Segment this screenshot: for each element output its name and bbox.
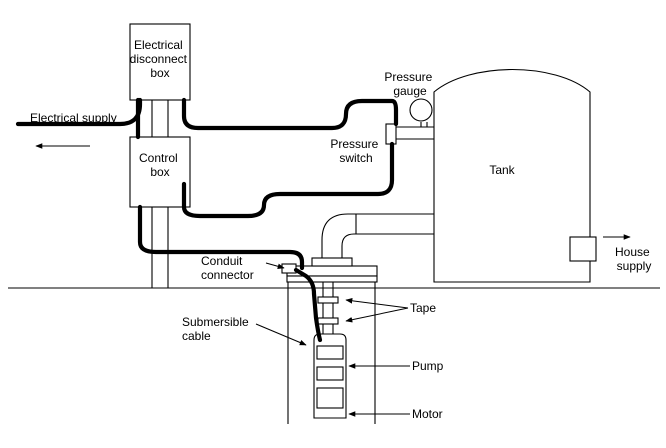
pump-motor-unit [313,333,347,419]
pressure-gauge [409,98,433,127]
house-supply-outlet [569,236,597,262]
control-box-label-2: box [150,165,169,179]
control-box-label-1: Control [139,151,178,165]
disconnect-box-label-1: Electrical [134,38,183,52]
submersible-cable-label-2: cable [182,329,211,343]
disconnect-box: Electrical disconnect box [129,23,191,137]
pressure-switch-label-1: Pressure [330,137,378,151]
disconnect-box-label-2: disconnect [130,52,188,66]
electrical-supply-label: Electrical supply [30,111,117,125]
well-casing [287,282,376,424]
pressure-switch-cable-top [181,97,399,131]
submersible-cable-label-1: Submersible [182,315,249,329]
pressure-switch [385,123,397,145]
tank-label: Tank [489,163,515,177]
conduit-connector-label-2: connector [201,268,254,282]
svg-text:Pressure gauge: Pressure gauge [384,70,435,98]
drop-pipe [317,282,339,334]
pump-label: Pump [412,359,444,373]
svg-text:Conduit connector: Conduit connector [201,254,254,282]
svg-text:Pressure switch: Pressure switch [330,137,381,165]
tape-label: Tape [410,301,436,315]
conduit-connector-leader [265,262,285,270]
svg-text:Control box: Control box [139,151,181,179]
control-box: Control box [129,136,191,288]
conduit-connector-label-1: Conduit [201,254,243,268]
submersible-cable [293,267,323,343]
discharge-pipe [321,213,434,262]
conduit-connector [281,263,297,274]
svg-text:Electrical disconnect: Electrical disconnect box [130,38,191,80]
pressure-gauge-label-2: gauge [393,84,427,98]
pressure-switch-cable-lower [181,141,395,219]
tape-leader-lower [345,307,409,323]
motor-label: Motor [412,407,443,421]
disconnect-box-label-3: box [150,66,169,80]
house-supply-label-2: supply [617,259,652,273]
pressure-tank: Tank [433,68,591,283]
pressure-line [396,126,434,140]
house-supply-label-1: House [615,245,650,259]
svg-text:Submersible cable: Submersible cable [182,315,252,343]
control-to-well-cable [137,204,305,271]
pressure-gauge-label-1: Pressure [384,70,432,84]
pressure-switch-label-2: switch [339,151,372,165]
svg-text:House supply: House supply [615,245,653,273]
submersible-cable-leader [255,323,307,346]
tape-leader-upper [345,298,409,309]
